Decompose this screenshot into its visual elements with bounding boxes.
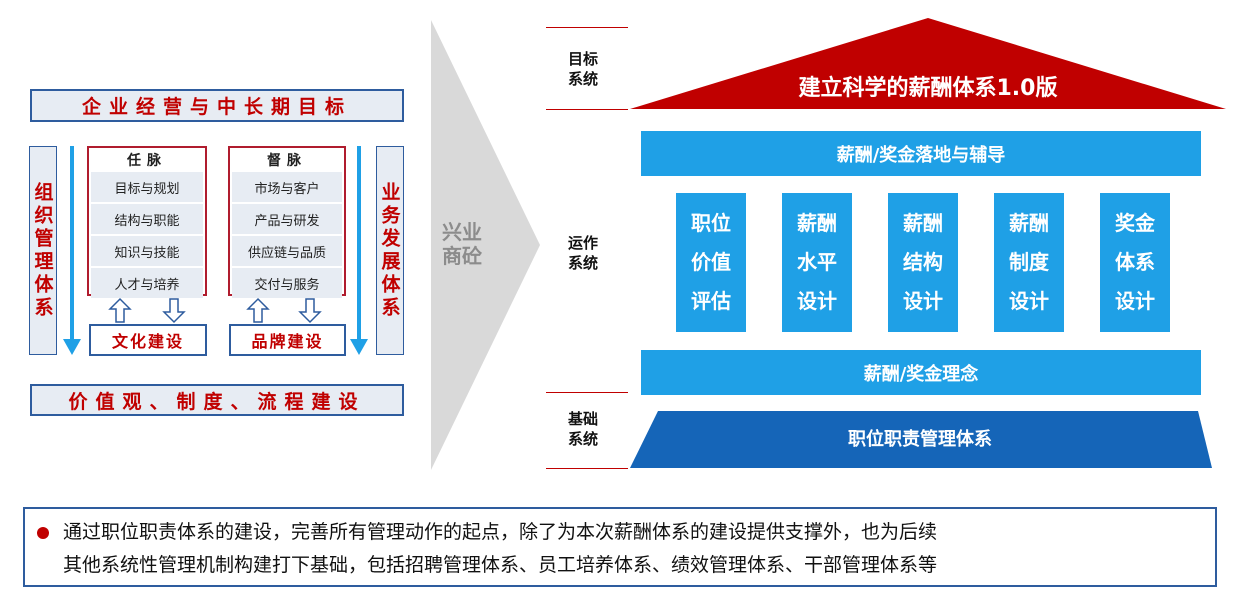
left-side-label: 组织管理体系 bbox=[29, 146, 57, 355]
goal-system-label: 目标 系统 bbox=[568, 50, 599, 88]
note-line-1: 通过职位职责体系的建设，完善所有管理动作的起点，除了为本次薪酬体系的建设提供支撑… bbox=[63, 521, 938, 543]
ren-mai-item: 人才与培养 bbox=[91, 268, 203, 298]
pillar-bonus-system: 奖金 体系 设计 bbox=[1100, 193, 1170, 332]
du-mai-item: 市场与客户 bbox=[232, 172, 342, 202]
ren-mai-title: 任脉 bbox=[127, 153, 167, 169]
right-side-label: 业务发展体系 bbox=[376, 146, 404, 355]
left-down-arrow-head bbox=[63, 339, 81, 355]
implementation-bar: 薪酬/奖金落地与辅导 bbox=[641, 131, 1201, 176]
pillar-job-evaluation: 职位 价值 评估 bbox=[676, 193, 746, 332]
left-panel: 企业经营与中长期目标 组织管理体系 业务发展体系 任脉 目标与规划 结构与职能 … bbox=[0, 0, 420, 470]
divider-line bbox=[546, 392, 628, 393]
watermark: 兴业 商砼 bbox=[442, 220, 482, 268]
du-mai-box: 督脉 市场与客户 产品与研发 供应链与品质 交付与服务 bbox=[228, 146, 346, 298]
up-arrow-icon bbox=[246, 297, 270, 323]
ren-mai-item: 知识与技能 bbox=[91, 236, 203, 266]
ren-mai-box: 任脉 目标与规划 结构与职能 知识与技能 人才与培养 bbox=[87, 146, 207, 298]
bottom-band: 价值观、制度、流程建设 bbox=[30, 384, 404, 416]
right-down-arrow-shaft bbox=[357, 146, 361, 341]
base-system-label: 基础 系统 bbox=[568, 410, 599, 448]
ops-system-label: 运作 系统 bbox=[568, 234, 599, 272]
pillar-pay-structure: 薪酬 结构 设计 bbox=[888, 193, 958, 332]
divider-line bbox=[546, 27, 628, 28]
up-arrow-icon bbox=[108, 297, 132, 323]
brand-build: 品牌建设 bbox=[229, 324, 346, 356]
bullet-icon bbox=[37, 527, 49, 539]
du-mai-item: 供应链与品质 bbox=[232, 236, 342, 266]
base-label: 职位职责管理体系 bbox=[848, 429, 992, 450]
base-trapezoid bbox=[630, 411, 1212, 468]
du-mai-item: 交付与服务 bbox=[232, 268, 342, 298]
du-mai-title: 督脉 bbox=[267, 153, 307, 169]
right-down-arrow-head bbox=[350, 339, 368, 355]
pillar-pay-policy: 薪酬 制度 设计 bbox=[994, 193, 1064, 332]
pillar-pay-level: 薪酬 水平 设计 bbox=[782, 193, 852, 332]
ren-mai-item: 目标与规划 bbox=[91, 172, 203, 202]
summary-note: 通过职位职责体系的建设，完善所有管理动作的起点，除了为本次薪酬体系的建设提供支撑… bbox=[23, 507, 1217, 587]
left-down-arrow-shaft bbox=[70, 146, 74, 341]
down-arrow-icon bbox=[162, 298, 186, 324]
ren-mai-item: 结构与职能 bbox=[91, 204, 203, 234]
roof-title: 建立科学的薪酬体系1.0版 bbox=[798, 76, 1058, 101]
note-line-2: 其他系统性管理机制构建打下基础，包括招聘管理体系、员工培养体系、绩效管理体系、干… bbox=[63, 554, 938, 576]
culture-build: 文化建设 bbox=[89, 324, 207, 356]
philosophy-bar: 薪酬/奖金理念 bbox=[641, 350, 1201, 395]
down-arrow-icon bbox=[298, 298, 322, 324]
hollow-arrows bbox=[108, 297, 322, 324]
top-band: 企业经营与中长期目标 bbox=[30, 89, 404, 122]
du-mai-item: 产品与研发 bbox=[232, 204, 342, 234]
divider-line bbox=[546, 109, 628, 110]
divider-line bbox=[546, 468, 628, 469]
